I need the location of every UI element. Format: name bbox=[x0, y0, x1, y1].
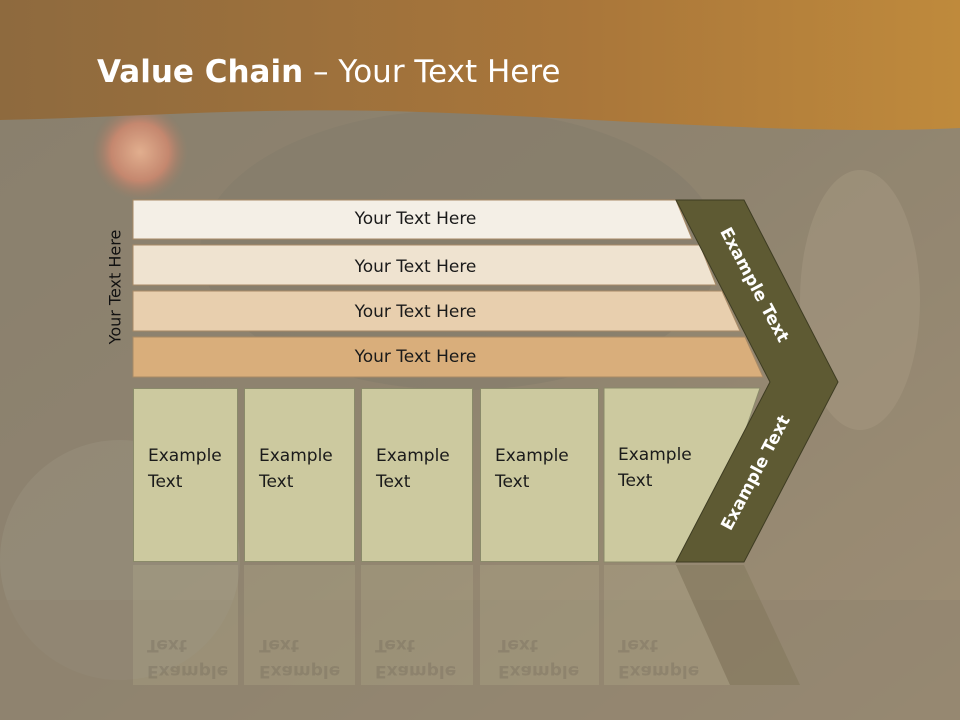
reflection-text-1: Example Text bbox=[147, 635, 229, 681]
box-4-label: Example Text bbox=[495, 446, 569, 492]
box-1: Example Text bbox=[133, 388, 238, 562]
chevron-shape bbox=[675, 199, 839, 563]
row-band-4 bbox=[132, 336, 764, 378]
box-5-label: Example Text bbox=[618, 445, 692, 491]
box-3: Example Text bbox=[361, 388, 473, 562]
row-label-3: Your Text Here bbox=[354, 302, 477, 322]
reflection bbox=[133, 565, 800, 685]
row-band-1 bbox=[132, 199, 693, 240]
box-1-label: Example Text bbox=[148, 446, 222, 492]
title-bold: Value Chain bbox=[97, 54, 304, 90]
reflection-text-5: Example Text bbox=[618, 635, 700, 681]
row-label-4: Your Text Here bbox=[354, 347, 477, 367]
reflection-text-3: Example Text bbox=[375, 635, 457, 681]
row-label-2: Your Text Here bbox=[354, 257, 477, 277]
box-2: Example Text bbox=[244, 388, 355, 562]
box-3-label: Example Text bbox=[376, 446, 450, 492]
row-label-1: Your Text Here bbox=[354, 209, 477, 229]
reflection-text-4: Example Text bbox=[498, 635, 580, 681]
slide-title: Value Chain – Your Text Here bbox=[97, 54, 560, 90]
title-rest: – Your Text Here bbox=[303, 54, 561, 90]
box-4: Example Text bbox=[480, 388, 599, 562]
row-band-3 bbox=[132, 290, 741, 332]
box-5: Example Text bbox=[604, 388, 700, 562]
box-2-label: Example Text bbox=[259, 446, 333, 492]
row-band-2 bbox=[132, 244, 717, 286]
reflection-text-2: Example Text bbox=[259, 635, 341, 681]
